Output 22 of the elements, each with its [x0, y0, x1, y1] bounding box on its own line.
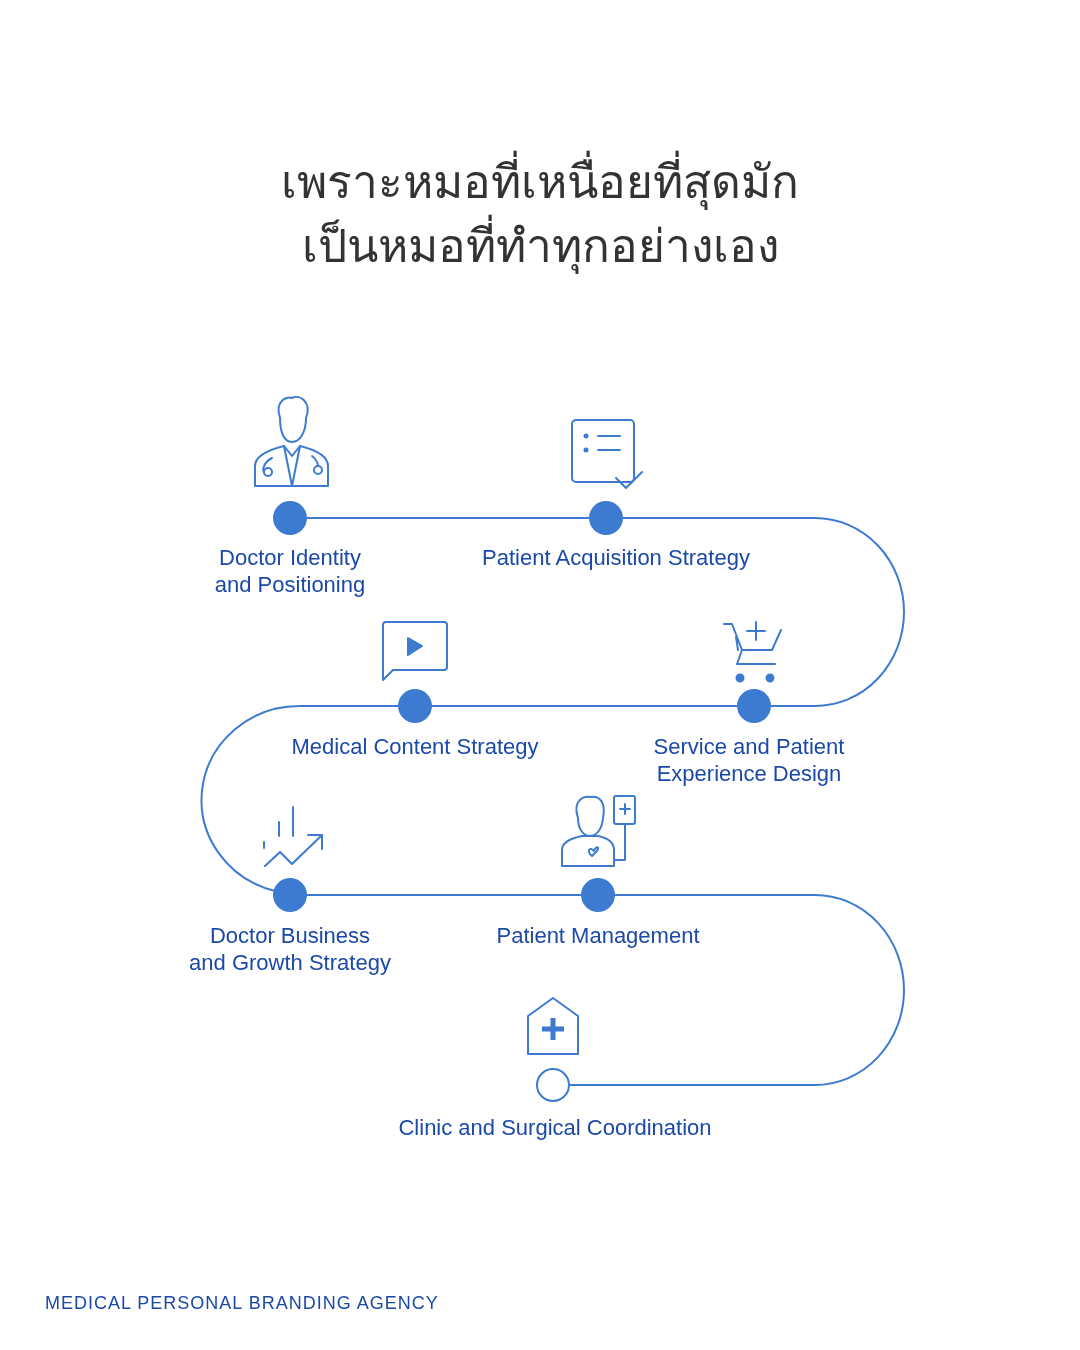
connector-line: [622, 517, 905, 707]
title: เพราะหมอที่เหนื่อยที่สุดมักเป็นหมอที่ทำทุกอย่างเอง: [260, 150, 820, 278]
step-dot: [737, 689, 771, 723]
connector-line: [306, 517, 590, 519]
end-circle: [536, 1068, 570, 1102]
step-dot: [589, 501, 623, 535]
step-label: Patient Acquisition Strategy: [481, 544, 751, 571]
connector-line: [306, 894, 582, 896]
step-label: Medical Content Strategy: [290, 733, 540, 760]
connector-line: [200, 705, 399, 892]
step-dot: [273, 501, 307, 535]
step-label: Doctor Identity and Positioning: [213, 544, 367, 598]
connector-line: [431, 705, 738, 707]
step-label: Service and Patient Experience Design: [652, 733, 846, 787]
step-dot: [273, 878, 307, 912]
step-label: Doctor Business and Growth Strategy: [188, 922, 392, 976]
tagline: MEDICAL PERSONAL BRANDING AGENCY: [45, 1293, 439, 1314]
connector-line: [569, 894, 905, 1086]
step-label: Clinic and Surgical Coordination: [397, 1114, 713, 1141]
step-label: Patient Management: [495, 922, 701, 949]
step-dot: [398, 689, 432, 723]
step-dot: [581, 878, 615, 912]
